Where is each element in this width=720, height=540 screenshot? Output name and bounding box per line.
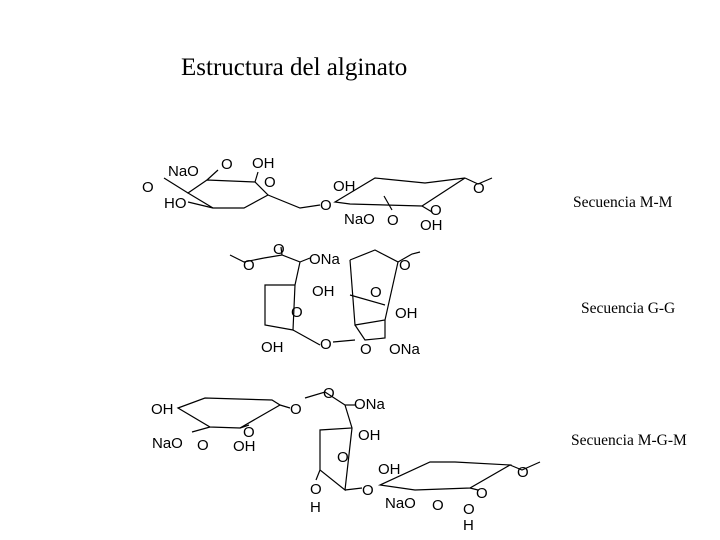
- gg-atom-o: O: [370, 284, 382, 301]
- mgm-atom-o: O: [197, 437, 209, 454]
- mgm-atom-oh: OH: [233, 438, 256, 455]
- mgm-atom-o: O: [310, 481, 322, 498]
- mgm-atom-ona: ONa: [354, 396, 386, 413]
- mgm-atom-h: H: [463, 517, 474, 534]
- gg-atom-o: O: [273, 241, 285, 258]
- mgm-atom-nao: NaO: [385, 495, 416, 512]
- mm-atom-ho: HO: [164, 195, 187, 212]
- mm-atom-o: O: [320, 197, 332, 214]
- mm-atom-o: O: [221, 156, 233, 173]
- mm-atom-oh: OH: [420, 217, 443, 234]
- figure-title: Estructura del alginato: [181, 54, 408, 81]
- mgm-ring-2: [304, 391, 363, 492]
- mgm-atom-o: O: [463, 501, 475, 518]
- mgm-atom-o: O: [323, 385, 335, 402]
- mgm-atom-nao: NaO: [152, 435, 183, 452]
- mm-ring-1: [163, 169, 321, 209]
- gg-atom-oh: OH: [312, 283, 335, 300]
- mm-atom-o: O: [473, 180, 485, 197]
- label-sequence-mm: Secuencia M-M: [573, 194, 673, 211]
- mm-atom-o: O: [387, 212, 399, 229]
- gg-atom-ona: ONa: [389, 341, 421, 358]
- mgm-sequence-structure: OH NaO O O OH O O ONa OH O O H O OH NaO …: [151, 385, 541, 534]
- mm-atom-nao: NaO: [344, 211, 375, 228]
- label-sequence-gg: Secuencia G-G: [581, 300, 676, 317]
- gg-sequence-structure: O O ONa OH O OH O O O OH O ONa: [229, 241, 421, 358]
- mm-atom-o: O: [264, 174, 276, 191]
- mgm-atom-oh: OH: [358, 427, 381, 444]
- mgm-ring-1: [176, 397, 291, 433]
- mgm-atom-oh: OH: [151, 401, 174, 418]
- mm-atom-oh: OH: [333, 178, 356, 195]
- mgm-atom-oh: OH: [378, 461, 401, 478]
- gg-atom-o: O: [243, 257, 255, 274]
- mm-ring-2: [333, 177, 493, 213]
- gg-ring-1: [229, 246, 321, 346]
- mgm-atom-o: O: [362, 482, 374, 499]
- mgm-atom-o: O: [243, 424, 255, 441]
- gg-atom-oh: OH: [261, 339, 284, 356]
- label-sequence-mgm: Secuencia M-G-M: [571, 432, 687, 449]
- gg-atom-o: O: [291, 304, 303, 321]
- mm-atom-o: O: [430, 202, 442, 219]
- gg-atom-ona: ONa: [309, 251, 341, 268]
- mgm-ring-3: [377, 461, 541, 491]
- mm-atom-nao: NaO: [168, 163, 199, 180]
- mgm-atom-h: H: [310, 499, 321, 516]
- gg-atom-o: O: [320, 336, 332, 353]
- mgm-atom-o: O: [476, 485, 488, 502]
- mm-atom-oh: OH: [252, 155, 275, 172]
- mgm-atom-o: O: [290, 401, 302, 418]
- mgm-atom-o: O: [432, 497, 444, 514]
- mm-sequence-structure: O NaO O OH O HO O OH NaO O O OH O: [142, 155, 493, 234]
- gg-atom-o: O: [360, 341, 372, 358]
- gg-atom-o: O: [399, 257, 411, 274]
- mm-atom-o: O: [142, 179, 154, 196]
- mgm-atom-o: O: [517, 464, 529, 481]
- gg-atom-oh: OH: [395, 305, 418, 322]
- gg-ring-2: [332, 249, 421, 343]
- mgm-atom-o: O: [337, 449, 349, 466]
